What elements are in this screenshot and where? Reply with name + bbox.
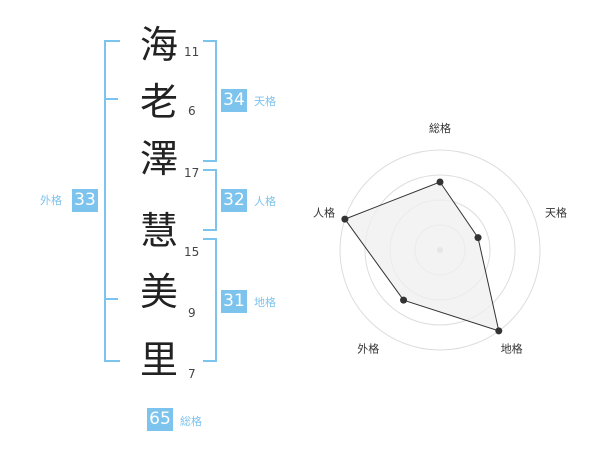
name-char-5: 美 — [139, 270, 178, 314]
gaikaku-bracket-tick — [104, 298, 118, 300]
tenkaku-value: 34 — [221, 89, 247, 112]
tenkaku-label: 天格 — [254, 95, 276, 108]
radar-axis-label: 人格 — [313, 205, 335, 219]
stroke-count-1: 11 — [184, 45, 200, 59]
radar-point — [474, 234, 482, 242]
chikaku-value: 31 — [221, 290, 247, 313]
tenkaku-bracket — [203, 40, 217, 162]
chikaku-label: 地格 — [254, 296, 276, 309]
name-char-3: 澤 — [139, 137, 178, 181]
soukaku-label: 総格 — [180, 415, 202, 428]
radar-axis-label: 地格 — [501, 342, 523, 356]
stroke-count-5: 9 — [188, 306, 196, 320]
stroke-count-4: 15 — [184, 245, 200, 259]
radar-point — [341, 215, 349, 223]
jinkaku-value: 32 — [221, 189, 247, 212]
name-char-1: 海 — [139, 23, 178, 67]
gaikaku-value: 33 — [72, 189, 98, 212]
stroke-count-2: 6 — [188, 104, 196, 118]
radar-point — [436, 178, 444, 186]
radar-area — [344, 181, 500, 332]
radar-point — [400, 296, 408, 304]
radar-point — [495, 327, 503, 335]
jinkaku-bracket — [203, 169, 217, 231]
gaikaku-bracket-tick — [104, 98, 118, 100]
stroke-count-6: 7 — [188, 367, 196, 381]
soukaku-value: 65 — [147, 408, 173, 431]
radar-axis-label: 外格 — [357, 342, 379, 356]
chikaku-bracket — [203, 238, 217, 362]
stroke-count-3: 17 — [184, 166, 200, 180]
gaikaku-bracket — [104, 40, 120, 362]
radar-ring — [364, 174, 516, 326]
name-char-4: 慧 — [139, 209, 178, 253]
jinkaku-label: 人格 — [254, 195, 276, 208]
radar-axis-label: 天格 — [545, 205, 567, 219]
radar-axis-label: 総格 — [429, 121, 451, 135]
gaikaku-label: 外格 — [40, 194, 62, 207]
name-char-6: 里 — [139, 338, 178, 382]
radar-ring — [339, 149, 541, 351]
name-char-2: 老 — [139, 80, 178, 124]
